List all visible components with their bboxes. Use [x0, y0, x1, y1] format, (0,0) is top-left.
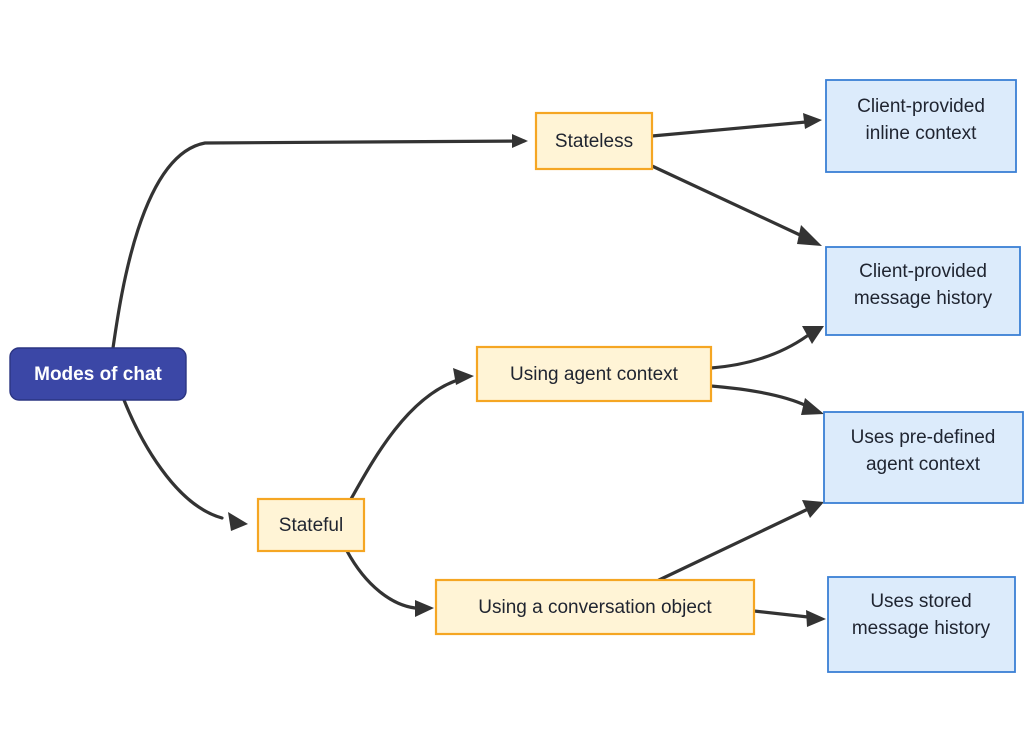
- node-conversation-object-label: Using a conversation object: [478, 597, 712, 618]
- node-root-label: Modes of chat: [34, 364, 162, 385]
- node-agent-context-shape[interactable]: [475, 345, 713, 403]
- arrow-head-icon: [801, 398, 824, 415]
- arrow-head-icon: [802, 326, 824, 344]
- node-conversation-object[interactable]: Using a conversation object: [434, 578, 756, 636]
- node-root[interactable]: Modes of chat: [9, 347, 187, 401]
- edge-path: [709, 384, 809, 408]
- node-stateful-label: Stateful: [279, 515, 343, 536]
- node-layer: Modes of chat Stateless Stateful Using a…: [9, 79, 1024, 673]
- edge-path: [657, 508, 808, 582]
- edge-path: [349, 379, 457, 501]
- node-agent-context[interactable]: Using agent context: [475, 345, 713, 403]
- node-predefined-agent-context-label-line1: Uses pre-defined: [851, 427, 996, 448]
- node-inline-context-label-line1: Client-provided: [857, 96, 985, 117]
- node-predefined-agent-context[interactable]: Uses pre-defined agent context: [823, 411, 1024, 504]
- edge-path: [752, 609, 810, 619]
- node-message-history[interactable]: Client-provided message history: [825, 246, 1021, 336]
- edge-stateful-to-agent-context: [349, 368, 474, 501]
- node-stored-message-history[interactable]: Uses stored message history: [827, 576, 1016, 673]
- arrow-head-icon: [228, 512, 248, 531]
- edge-stateless-to-message-history: [650, 164, 822, 246]
- edge-layer: [111, 113, 826, 627]
- node-conversation-object-shape[interactable]: [434, 578, 756, 636]
- node-stateless[interactable]: Stateless: [534, 111, 654, 171]
- node-message-history-shape[interactable]: [825, 246, 1021, 336]
- edge-path: [122, 398, 224, 520]
- node-inline-context[interactable]: Client-provided inline context: [825, 79, 1017, 173]
- edge-path: [345, 549, 417, 610]
- arrow-head-icon: [453, 368, 474, 385]
- arrow-head-icon: [797, 225, 822, 246]
- node-predefined-agent-context-label-line2: agent context: [866, 454, 981, 475]
- node-stateful-shape[interactable]: [256, 497, 366, 553]
- node-stored-message-history-shape[interactable]: [827, 576, 1016, 673]
- node-message-history-label-line1: Client-provided: [859, 261, 987, 282]
- node-stateless-label: Stateless: [555, 131, 633, 152]
- edge-path: [709, 334, 809, 370]
- node-predefined-agent-context-shape[interactable]: [823, 411, 1024, 504]
- node-inline-context-label-line2: inline context: [866, 123, 978, 144]
- edge-path: [650, 120, 808, 138]
- node-agent-context-label: Using agent context: [510, 364, 679, 385]
- arrow-head-icon: [802, 500, 824, 518]
- arrow-head-icon: [415, 600, 434, 617]
- edge-stateless-to-inline-context: [650, 113, 822, 138]
- edge-root-to-stateless: [111, 134, 528, 350]
- edge-conversation-object-to-predefined-agent-context: [657, 500, 824, 582]
- node-root-shape[interactable]: [9, 347, 187, 401]
- node-message-history-label-line2: message history: [854, 288, 993, 309]
- edge-path: [650, 164, 802, 237]
- edge-agent-context-to-predefined-agent-context: [709, 384, 824, 415]
- node-stateless-shape[interactable]: [534, 111, 654, 171]
- node-stored-message-history-label-line2: message history: [852, 618, 991, 639]
- node-stateful[interactable]: Stateful: [256, 497, 366, 553]
- edge-agent-context-to-message-history: [709, 326, 824, 370]
- edge-stateful-to-conversation-object: [345, 549, 434, 617]
- edge-conversation-object-to-stored-message-history: [752, 609, 826, 627]
- edge-path: [111, 139, 526, 350]
- arrow-head-icon: [806, 610, 826, 627]
- node-inline-context-shape[interactable]: [825, 79, 1017, 173]
- edge-root-to-stateful: [122, 398, 248, 531]
- arrow-head-icon: [803, 113, 822, 129]
- node-stored-message-history-label-line1: Uses stored: [870, 591, 971, 612]
- arrow-head-icon: [512, 134, 528, 148]
